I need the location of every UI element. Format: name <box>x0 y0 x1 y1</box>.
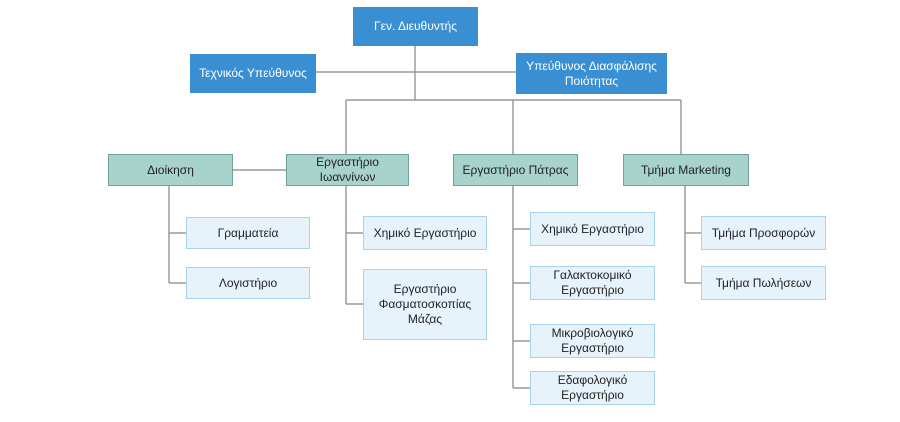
soil-lab-box: Εδαφολογικό Εργαστήριο <box>530 371 655 405</box>
microbiology-lab-label-line2: Εργαστήριο <box>561 341 624 355</box>
microbiology-lab-label-line1: Μικροβιολογικό <box>551 326 634 340</box>
secretariat-label: Γραμματεία <box>217 225 279 240</box>
quality-manager-label-line2: Ποιότητας <box>564 73 619 88</box>
mass-spec-lab-box: Εργαστήριο Φασματοσκοπίας Μάζας <box>363 269 487 340</box>
microbiology-lab-box: Μικροβιολογικό Εργαστήριο <box>530 324 655 358</box>
ioannina-chemical-lab-box: Χημικό Εργαστήριο <box>363 216 487 250</box>
dairy-lab-box: Γαλακτοκομικό Εργαστήριο <box>530 266 655 300</box>
patras-lab-box: Εργαστήριο Πάτρας <box>453 154 578 186</box>
quality-manager-label-line1: Υπεύθυνος Διασφάλισης <box>526 58 657 73</box>
administration-label: Διοίκηση <box>147 162 194 177</box>
patras-lab-label: Εργαστήριο Πάτρας <box>462 162 569 177</box>
accounting-box: Λογιστήριο <box>186 267 310 299</box>
ioannina-lab-label-line2: Ιωαννίνων <box>319 170 376 184</box>
ioannina-chemical-lab-label: Χημικό Εργαστήριο <box>373 225 477 240</box>
ioannina-lab-label-line1: Εργαστήριο <box>316 155 379 169</box>
sales-dept-label: Τμήμα Πωλήσεων <box>715 275 812 290</box>
technical-manager-label: Τεχνικός Υπεύθυνος <box>199 66 307 80</box>
technical-manager-box: Τεχνικός Υπεύθυνος <box>190 54 316 93</box>
quality-manager-box: Υπεύθυνος Διασφάλισης Ποιότητας <box>516 53 667 94</box>
marketing-box: Τμήμα Marketing <box>623 154 749 186</box>
marketing-label: Τμήμα Marketing <box>641 162 731 177</box>
dairy-lab-label-line1: Γαλακτοκομικό <box>553 268 632 282</box>
accounting-label: Λογιστήριο <box>218 275 278 290</box>
mass-spec-label-line2: Φασματοσκοπίας <box>378 297 472 311</box>
mass-spec-label-line1: Εργαστήριο <box>393 282 457 296</box>
mass-spec-label-line3: Μάζας <box>407 312 443 326</box>
secretariat-box: Γραμματεία <box>186 217 310 249</box>
administration-box: Διοίκηση <box>108 154 233 186</box>
patras-chemical-lab-box: Χημικό Εργαστήριο <box>530 212 655 246</box>
soil-lab-label-line1: Εδαφολογικό <box>557 373 628 387</box>
soil-lab-label-line2: Εργαστήριο <box>561 388 624 402</box>
dairy-lab-label-line2: Εργαστήριο <box>561 283 624 297</box>
offers-dept-box: Τμήμα Προσφορών <box>701 216 826 250</box>
sales-dept-box: Τμήμα Πωλήσεων <box>701 266 826 300</box>
patras-chemical-lab-label: Χημικό Εργαστήριο <box>541 221 644 236</box>
offers-dept-label: Τμήμα Προσφορών <box>711 225 816 240</box>
general-director-label: Γεν. Διευθυντής <box>374 19 457 33</box>
general-director-box: Γεν. Διευθυντής <box>353 7 478 46</box>
ioannina-lab-box: Εργαστήριο Ιωαννίνων <box>286 154 409 186</box>
